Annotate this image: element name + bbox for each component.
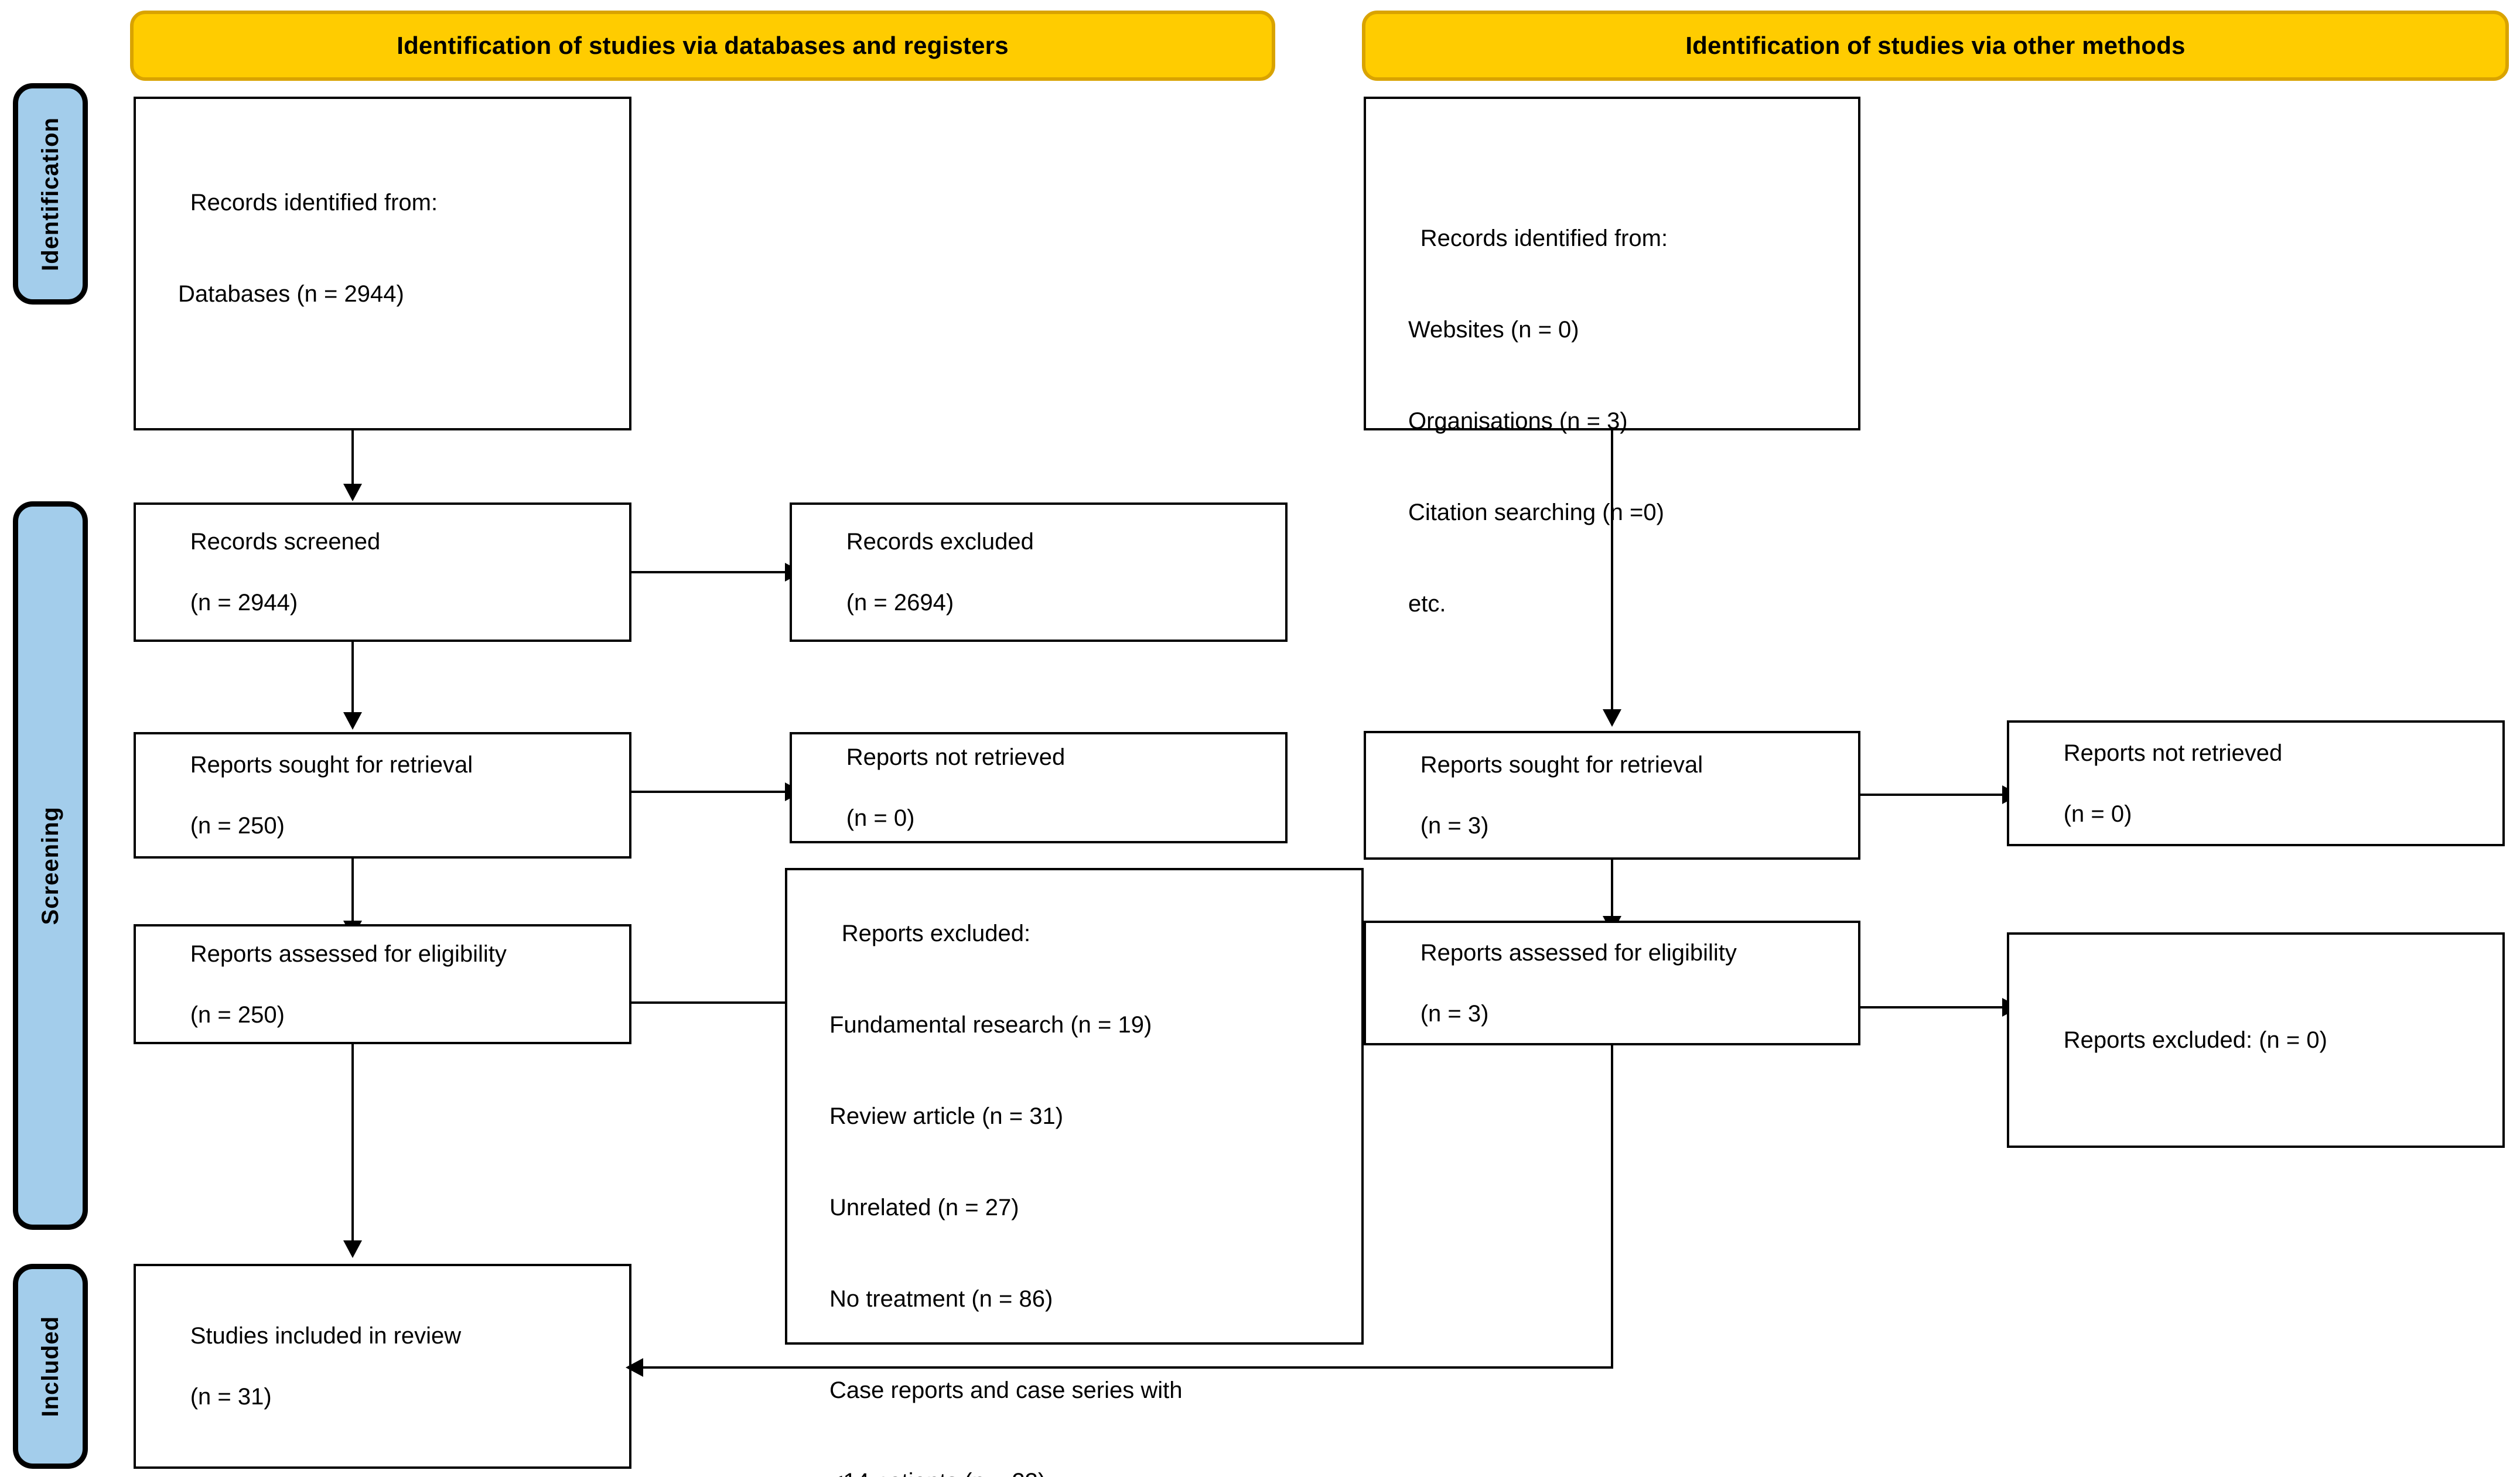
list-item: No treatment (n = 86) <box>829 1286 1053 1312</box>
left-records-identified-line1: Records identified from: <box>190 190 438 216</box>
box-studies-included: Studies included in review (n = 31) <box>134 1264 631 1469</box>
right-records-identified-line4: Citation searching (n =0) <box>1408 500 1664 525</box>
list-item: Unrelated (n = 27) <box>829 1195 1019 1220</box>
right-reports-sought-line2: (n = 3) <box>1420 813 1489 839</box>
right-records-identified-line2: Websites (n = 0) <box>1408 317 1579 343</box>
left-records-excluded-line1: Records excluded <box>846 529 1034 555</box>
connector-right-elbow-horizontal <box>643 1366 1613 1369</box>
box-left-reports-assessed: Reports assessed for eligibility (n = 25… <box>134 924 631 1044</box>
studies-included-line2: (n = 31) <box>190 1384 272 1410</box>
left-reports-sought-line2: (n = 250) <box>190 813 285 839</box>
box-left-reports-not-retrieved: Reports not retrieved (n = 0) <box>790 732 1288 843</box>
arrowhead-left-assessed-to-included <box>343 1240 362 1258</box>
right-records-identified-line5: etc. <box>1408 591 1446 617</box>
connector-left-assessed-to-included <box>351 1044 354 1243</box>
left-records-screened-line1: Records screened <box>190 529 381 555</box>
stage-rail-identification: Identification <box>13 83 88 305</box>
header-databases-registers: Identification of studies via databases … <box>130 11 1275 81</box>
connector-right-assessed-to-excluded <box>1860 1006 2007 1008</box>
stage-label-identification: Identification <box>37 117 63 271</box>
header-other-methods: Identification of studies via other meth… <box>1362 11 2509 81</box>
box-right-reports-excluded: Reports excluded: (n = 0) <box>2007 932 2505 1148</box>
connector-right-identified-to-sought <box>1611 430 1613 712</box>
right-records-identified-line3: Organisations (n = 3) <box>1408 408 1628 434</box>
list-item: <14 patients (n = 23) <box>803 1466 1187 1477</box>
list-item: Fundamental research (n = 19) <box>829 1012 1152 1038</box>
right-reports-sought-line1: Reports sought for retrieval <box>1420 752 1703 778</box>
connector-right-sought-to-assessed <box>1611 860 1613 918</box>
right-reports-not-retrieved-line2: (n = 0) <box>2063 801 2132 827</box>
stage-rail-included: Included <box>13 1264 88 1469</box>
connector-right-sought-to-not-retrieved <box>1860 794 2007 796</box>
left-reports-assessed-line2: (n = 250) <box>190 1001 285 1028</box>
connector-left-screened-to-sought <box>351 642 354 715</box>
box-right-reports-assessed: Reports assessed for eligibility (n = 3) <box>1364 921 1860 1045</box>
left-reports-not-retrieved-line2: (n = 0) <box>846 805 915 831</box>
stage-label-screening: Screening <box>37 806 63 925</box>
box-right-records-identified: Records identified from: Websites (n = 0… <box>1364 97 1860 617</box>
box-left-records-identified: Records identified from: Databases (n = … <box>134 97 631 430</box>
right-reports-excluded-line1: Reports excluded: (n = 0) <box>2063 1027 2327 1053</box>
box-right-reports-sought: Reports sought for retrieval (n = 3) <box>1364 731 1860 860</box>
box-left-records-screened: Records screened (n = 2944) <box>134 502 631 642</box>
arrowhead-left-screened-to-sought <box>343 712 362 730</box>
arrowhead-left-identified-to-screened <box>343 484 362 501</box>
stage-rail-screening: Screening <box>13 501 88 1230</box>
connector-left-sought-to-not-retrieved <box>631 791 790 793</box>
connector-right-elbow-vertical <box>1611 1045 1613 1369</box>
connector-left-assessed-to-excluded-detail <box>631 1001 790 1004</box>
connector-left-identified-to-screened <box>351 430 354 486</box>
stage-label-included: Included <box>37 1315 63 1417</box>
right-records-identified-line1: Records identified from: <box>1420 225 1668 251</box>
studies-included-line1: Studies included in review <box>190 1323 462 1349</box>
box-right-reports-not-retrieved: Reports not retrieved (n = 0) <box>2007 720 2505 846</box>
left-reports-not-retrieved-line1: Reports not retrieved <box>846 744 1066 770</box>
connector-left-screened-to-excluded <box>631 571 790 573</box>
left-reports-excluded-heading: Reports excluded: <box>841 921 1031 946</box>
list-item: Case reports and case series with <box>829 1377 1183 1403</box>
left-reports-assessed-line1: Reports assessed for eligibility <box>190 941 507 967</box>
list-item: Review article (n = 31) <box>829 1103 1064 1129</box>
box-left-reports-sought: Reports sought for retrieval (n = 250) <box>134 732 631 859</box>
right-reports-assessed-line1: Reports assessed for eligibility <box>1420 939 1737 966</box>
arrowhead-right-to-studies-included <box>626 1358 643 1377</box>
right-reports-not-retrieved-line1: Reports not retrieved <box>2063 740 2283 766</box>
connector-left-sought-to-assessed <box>351 859 354 923</box>
box-left-reports-excluded-detail: Reports excluded: Fundamental research (… <box>785 868 1364 1477</box>
left-reports-sought-line1: Reports sought for retrieval <box>190 752 473 778</box>
box-left-records-excluded: Records excluded (n = 2694) <box>790 502 1288 642</box>
arrowhead-right-identified-to-sought <box>1603 709 1621 727</box>
left-records-identified-line2: Databases (n = 2944) <box>178 281 404 307</box>
right-reports-assessed-line2: (n = 3) <box>1420 1000 1489 1027</box>
left-records-excluded-line2: (n = 2694) <box>846 590 954 616</box>
left-records-screened-line2: (n = 2944) <box>190 590 298 616</box>
